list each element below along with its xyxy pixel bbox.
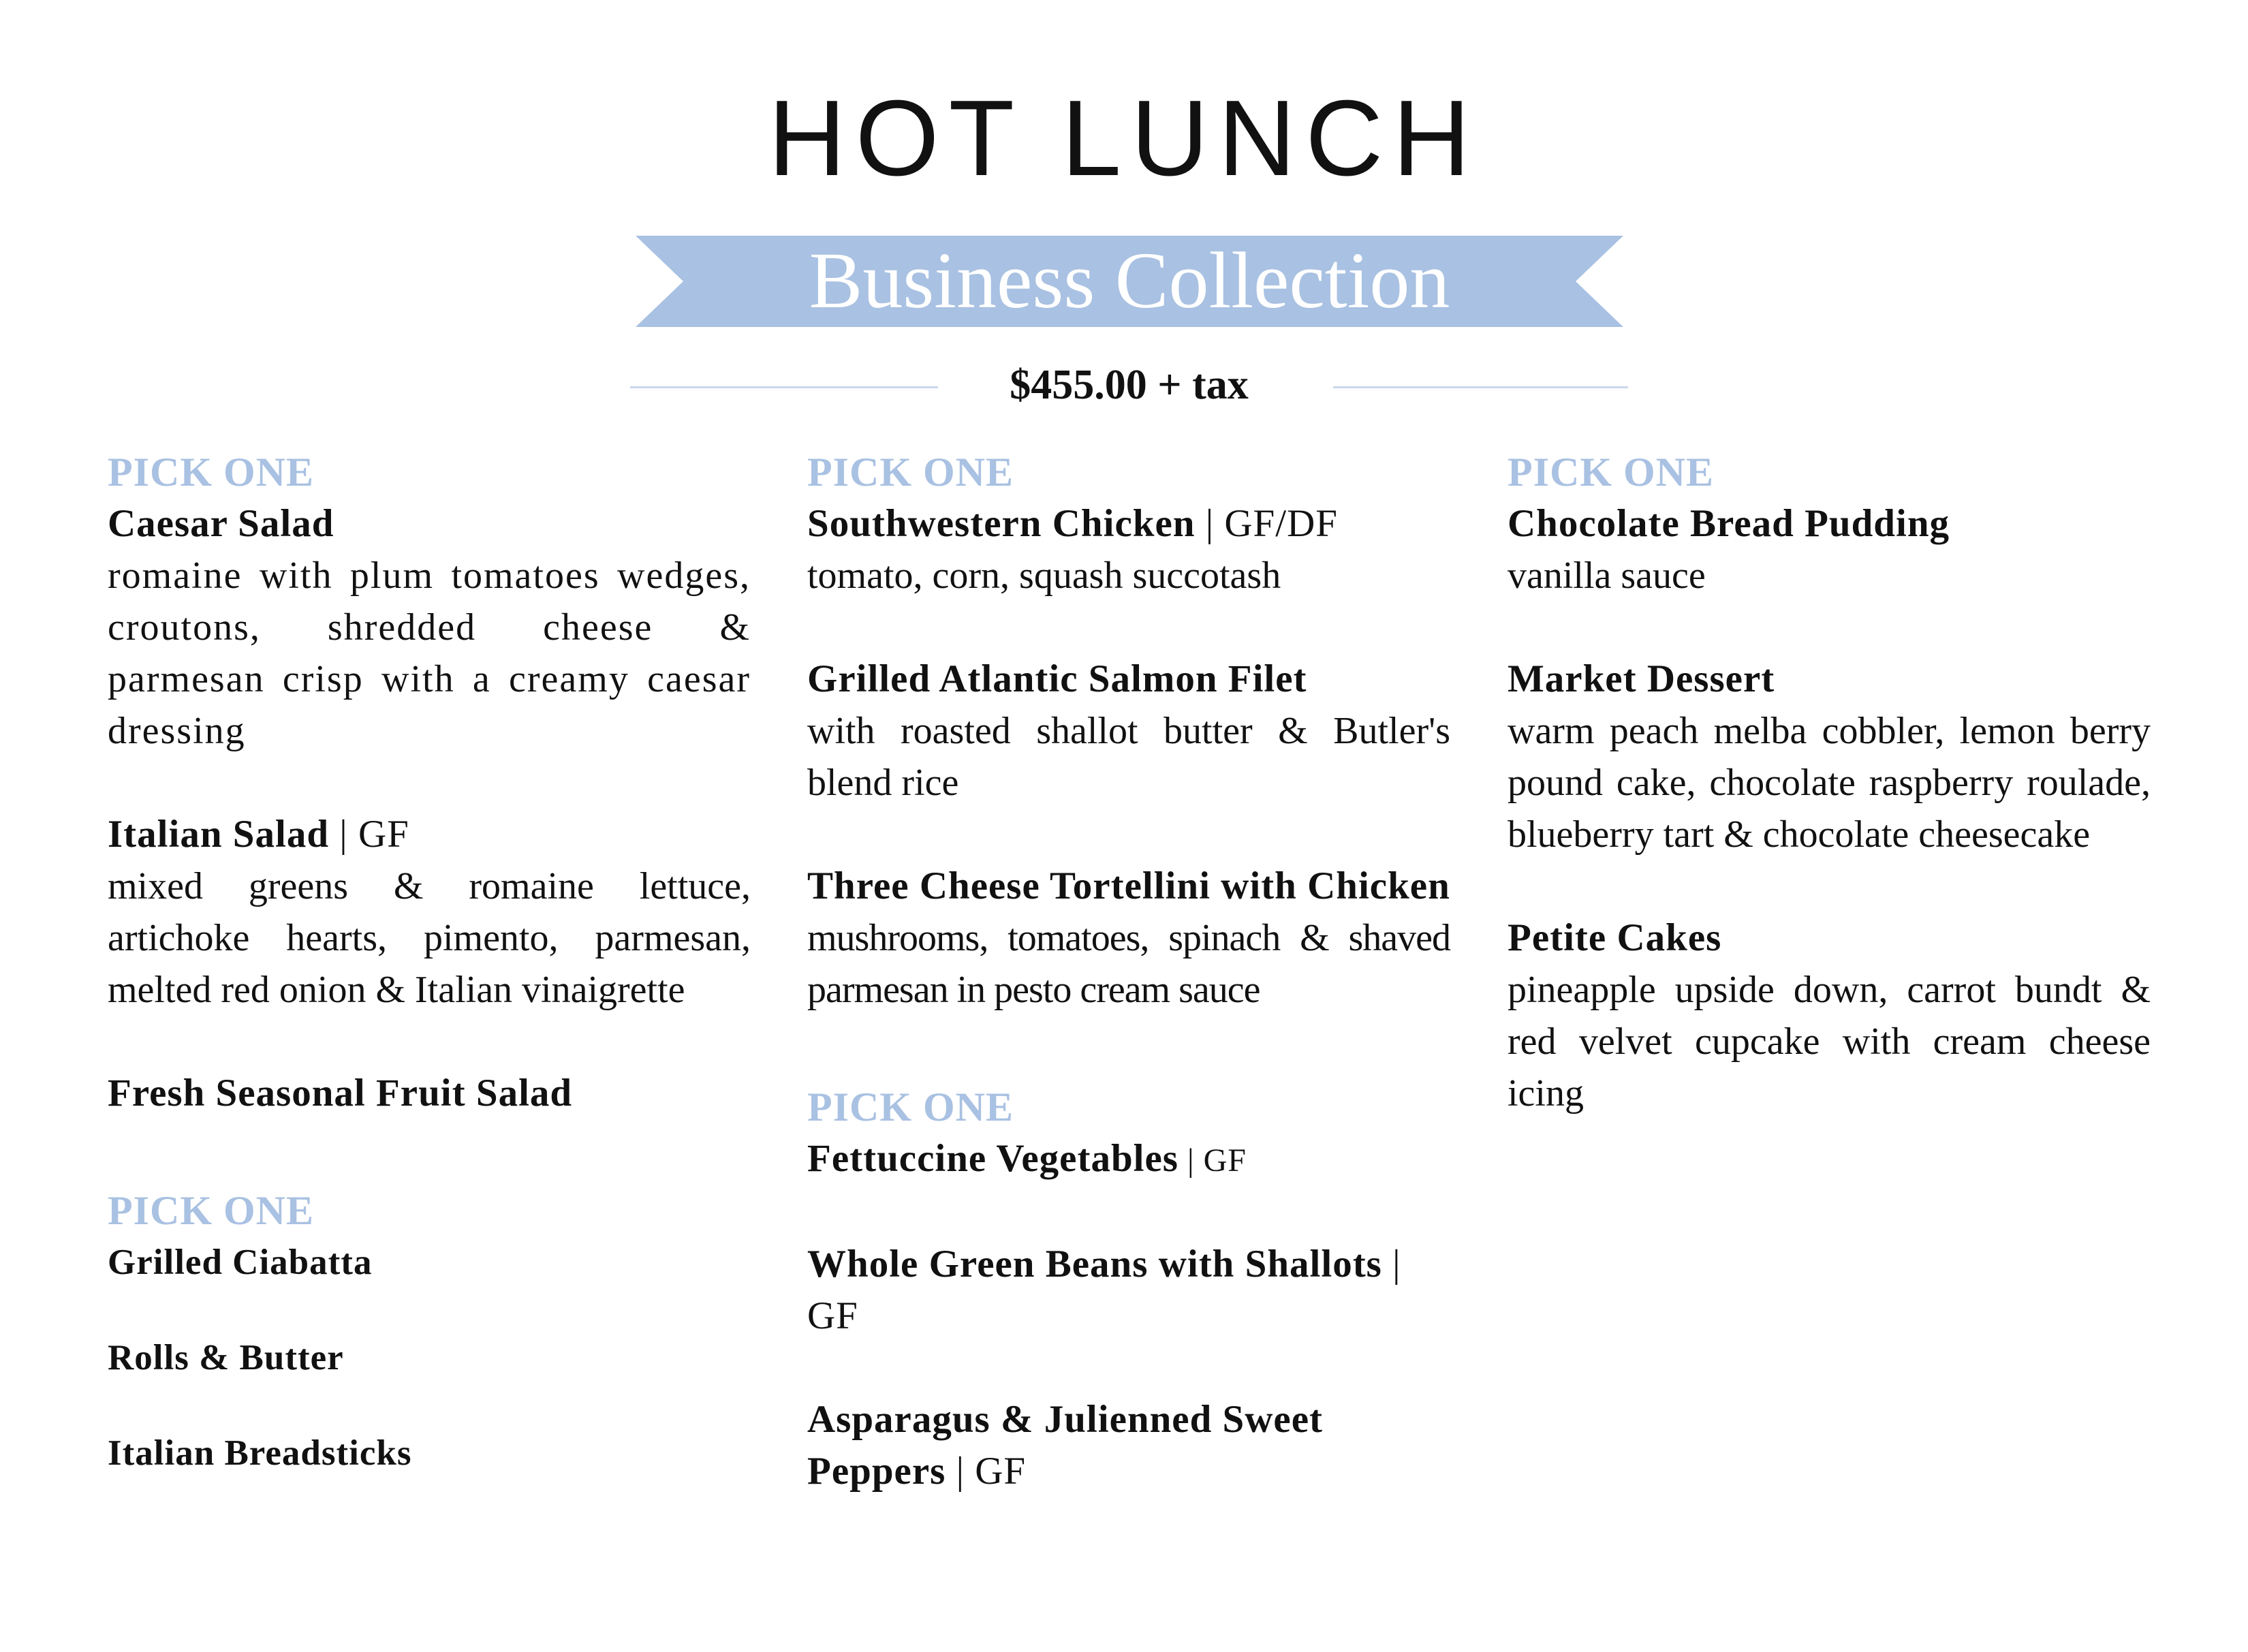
column-salads: PICK ONE Caesar Salad romaine with plum … bbox=[108, 446, 751, 1523]
menu-item-rolls-butter: Rolls & Butter bbox=[108, 1332, 751, 1384]
item-name: Three Cheese Tortellini with Chicken bbox=[807, 864, 1450, 907]
column-desserts: PICK ONE Chocolate Bread Pudding vanilla… bbox=[1508, 446, 2151, 1171]
menu-item-southwestern-chicken: Southwestern Chicken | GF/DF tomato, cor… bbox=[807, 498, 1450, 602]
item-description: warm peach melba cobbler, lemon berry po… bbox=[1508, 710, 2151, 856]
dietary-tag: | GF bbox=[329, 813, 409, 856]
item-name: Southwestern Chicken | GF/DF bbox=[807, 502, 1338, 545]
item-name: Whole Green Beans with Shallots | GF bbox=[807, 1243, 1401, 1337]
item-name: Asparagus & Julienned Sweet Peppers | GF bbox=[807, 1398, 1323, 1493]
dietary-tag: | GF bbox=[946, 1450, 1027, 1493]
section-heading: PICK ONE bbox=[1508, 450, 1715, 495]
item-description: romaine with plum tomatoes wedges, crout… bbox=[108, 555, 751, 752]
item-name: Italian Breadsticks bbox=[108, 1433, 412, 1473]
price: $455.00 + tax bbox=[1010, 362, 1249, 408]
ribbon-shape bbox=[636, 236, 1623, 327]
menu-item-petite-cakes: Petite Cakes pineapple upside down, carr… bbox=[1508, 912, 2151, 1119]
section-heading: PICK ONE bbox=[807, 1085, 1014, 1129]
section-heading: PICK ONE bbox=[108, 1188, 315, 1233]
item-description: with roasted shallot butter & Butler's b… bbox=[807, 710, 1450, 804]
collection-name: Business Collection bbox=[809, 236, 1450, 325]
item-name: Rolls & Butter bbox=[108, 1338, 344, 1377]
item-name: Fettuccine Vegetables | GF bbox=[807, 1137, 1247, 1180]
item-name: Chocolate Bread Pudding bbox=[1508, 502, 1950, 545]
menu-item-salmon-filet: Grilled Atlantic Salmon Filet with roast… bbox=[807, 653, 1450, 809]
item-description: pineapple upside down, carrot bundt & re… bbox=[1508, 969, 2151, 1115]
menu-title: HOT LUNCH bbox=[768, 78, 1480, 198]
menu-item-fruit-salad: Fresh Seasonal Fruit Salad bbox=[108, 1067, 751, 1119]
item-name: Market Dessert bbox=[1508, 657, 1775, 700]
dietary-tag: | GF bbox=[807, 1243, 1401, 1337]
menu-item-bread-pudding: Chocolate Bread Pudding vanilla sauce bbox=[1508, 498, 2151, 602]
menu-item-market-dessert: Market Dessert warm peach melba cobbler,… bbox=[1508, 653, 2151, 860]
item-name: Grilled Atlantic Salmon Filet bbox=[807, 657, 1307, 700]
menu-item-green-beans: Whole Green Beans with Shallots | GF bbox=[807, 1238, 1450, 1342]
item-name: Petite Cakes bbox=[1508, 916, 1722, 959]
section-heading: PICK ONE bbox=[108, 450, 315, 495]
item-description: mixed greens & romaine lettuce, artichok… bbox=[108, 865, 751, 1011]
price-rule-right bbox=[1333, 386, 1628, 388]
menu-item-italian-salad: Italian Salad | GF mixed greens & romain… bbox=[108, 809, 751, 1016]
menu-item-italian-breadsticks: Italian Breadsticks bbox=[108, 1427, 751, 1479]
price-row: $455.00 + tax bbox=[630, 358, 1628, 412]
item-name: Fresh Seasonal Fruit Salad bbox=[108, 1072, 573, 1115]
item-name: Grilled Ciabatta bbox=[108, 1243, 373, 1282]
item-description: vanilla sauce bbox=[1508, 555, 1706, 597]
item-name: Caesar Salad bbox=[108, 502, 334, 545]
menu-item-asparagus: Asparagus & Julienned Sweet Peppers | GF bbox=[807, 1394, 1450, 1497]
menu-item-fettuccine-vegetables: Fettuccine Vegetables | GF bbox=[807, 1133, 1450, 1187]
dietary-tag: | GF/DF bbox=[1195, 502, 1338, 545]
item-description: mushrooms, tomatoes, spinach & shaved pa… bbox=[807, 917, 1451, 1011]
section-heading: PICK ONE bbox=[807, 450, 1014, 495]
menu-item-grilled-ciabatta: Grilled Ciabatta bbox=[108, 1236, 751, 1288]
collection-ribbon: Business Collection bbox=[636, 236, 1623, 327]
item-description: tomato, corn, squash succotash bbox=[807, 555, 1281, 597]
dietary-tag: | GF bbox=[1178, 1142, 1247, 1179]
column-entrees: PICK ONE Southwestern Chicken | GF/DF to… bbox=[807, 446, 1451, 1549]
item-name: Italian Salad | GF bbox=[108, 813, 409, 856]
menu-item-tortellini: Three Cheese Tortellini with Chicken mus… bbox=[807, 860, 1451, 1016]
price-rule-left bbox=[630, 386, 938, 388]
menu-item-caesar-salad: Caesar Salad romaine with plum tomatoes … bbox=[108, 498, 751, 757]
